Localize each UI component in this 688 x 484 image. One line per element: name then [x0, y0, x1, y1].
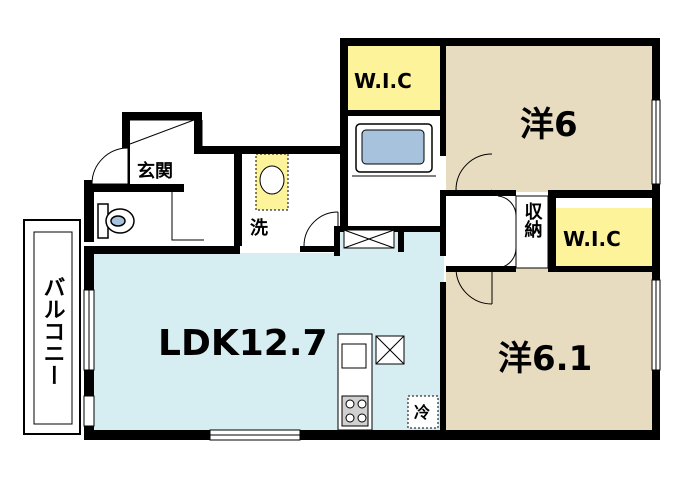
wash-basin [255, 153, 289, 211]
western-2-floor [446, 268, 652, 432]
fridge-label: 冷 [414, 403, 430, 422]
balcony-outline [23, 219, 81, 435]
entrance-label: 玄関 [137, 160, 173, 182]
wic-1-floor [348, 46, 440, 112]
storage-box [515, 195, 549, 269]
western-1-floor [446, 46, 652, 192]
washroom-label: 洗 [250, 217, 268, 239]
balcony-inner [33, 231, 73, 425]
windows [83, 99, 661, 441]
storage-label: 収納 [522, 202, 543, 238]
bathtub-basin [361, 129, 425, 165]
ldk-label: LDK12.7 [158, 323, 328, 364]
toilet [97, 203, 135, 239]
kitchen [337, 333, 439, 431]
western-2-label: 洋6.1 [498, 339, 592, 379]
wic-2-label: W.I.C [563, 227, 621, 251]
western-1-label: 洋6 [520, 105, 578, 145]
wic-2-floor [556, 208, 652, 268]
wic-1-label: W.I.C [354, 69, 412, 93]
balcony-label: バルコニー [40, 276, 65, 386]
doors [91, 119, 517, 305]
